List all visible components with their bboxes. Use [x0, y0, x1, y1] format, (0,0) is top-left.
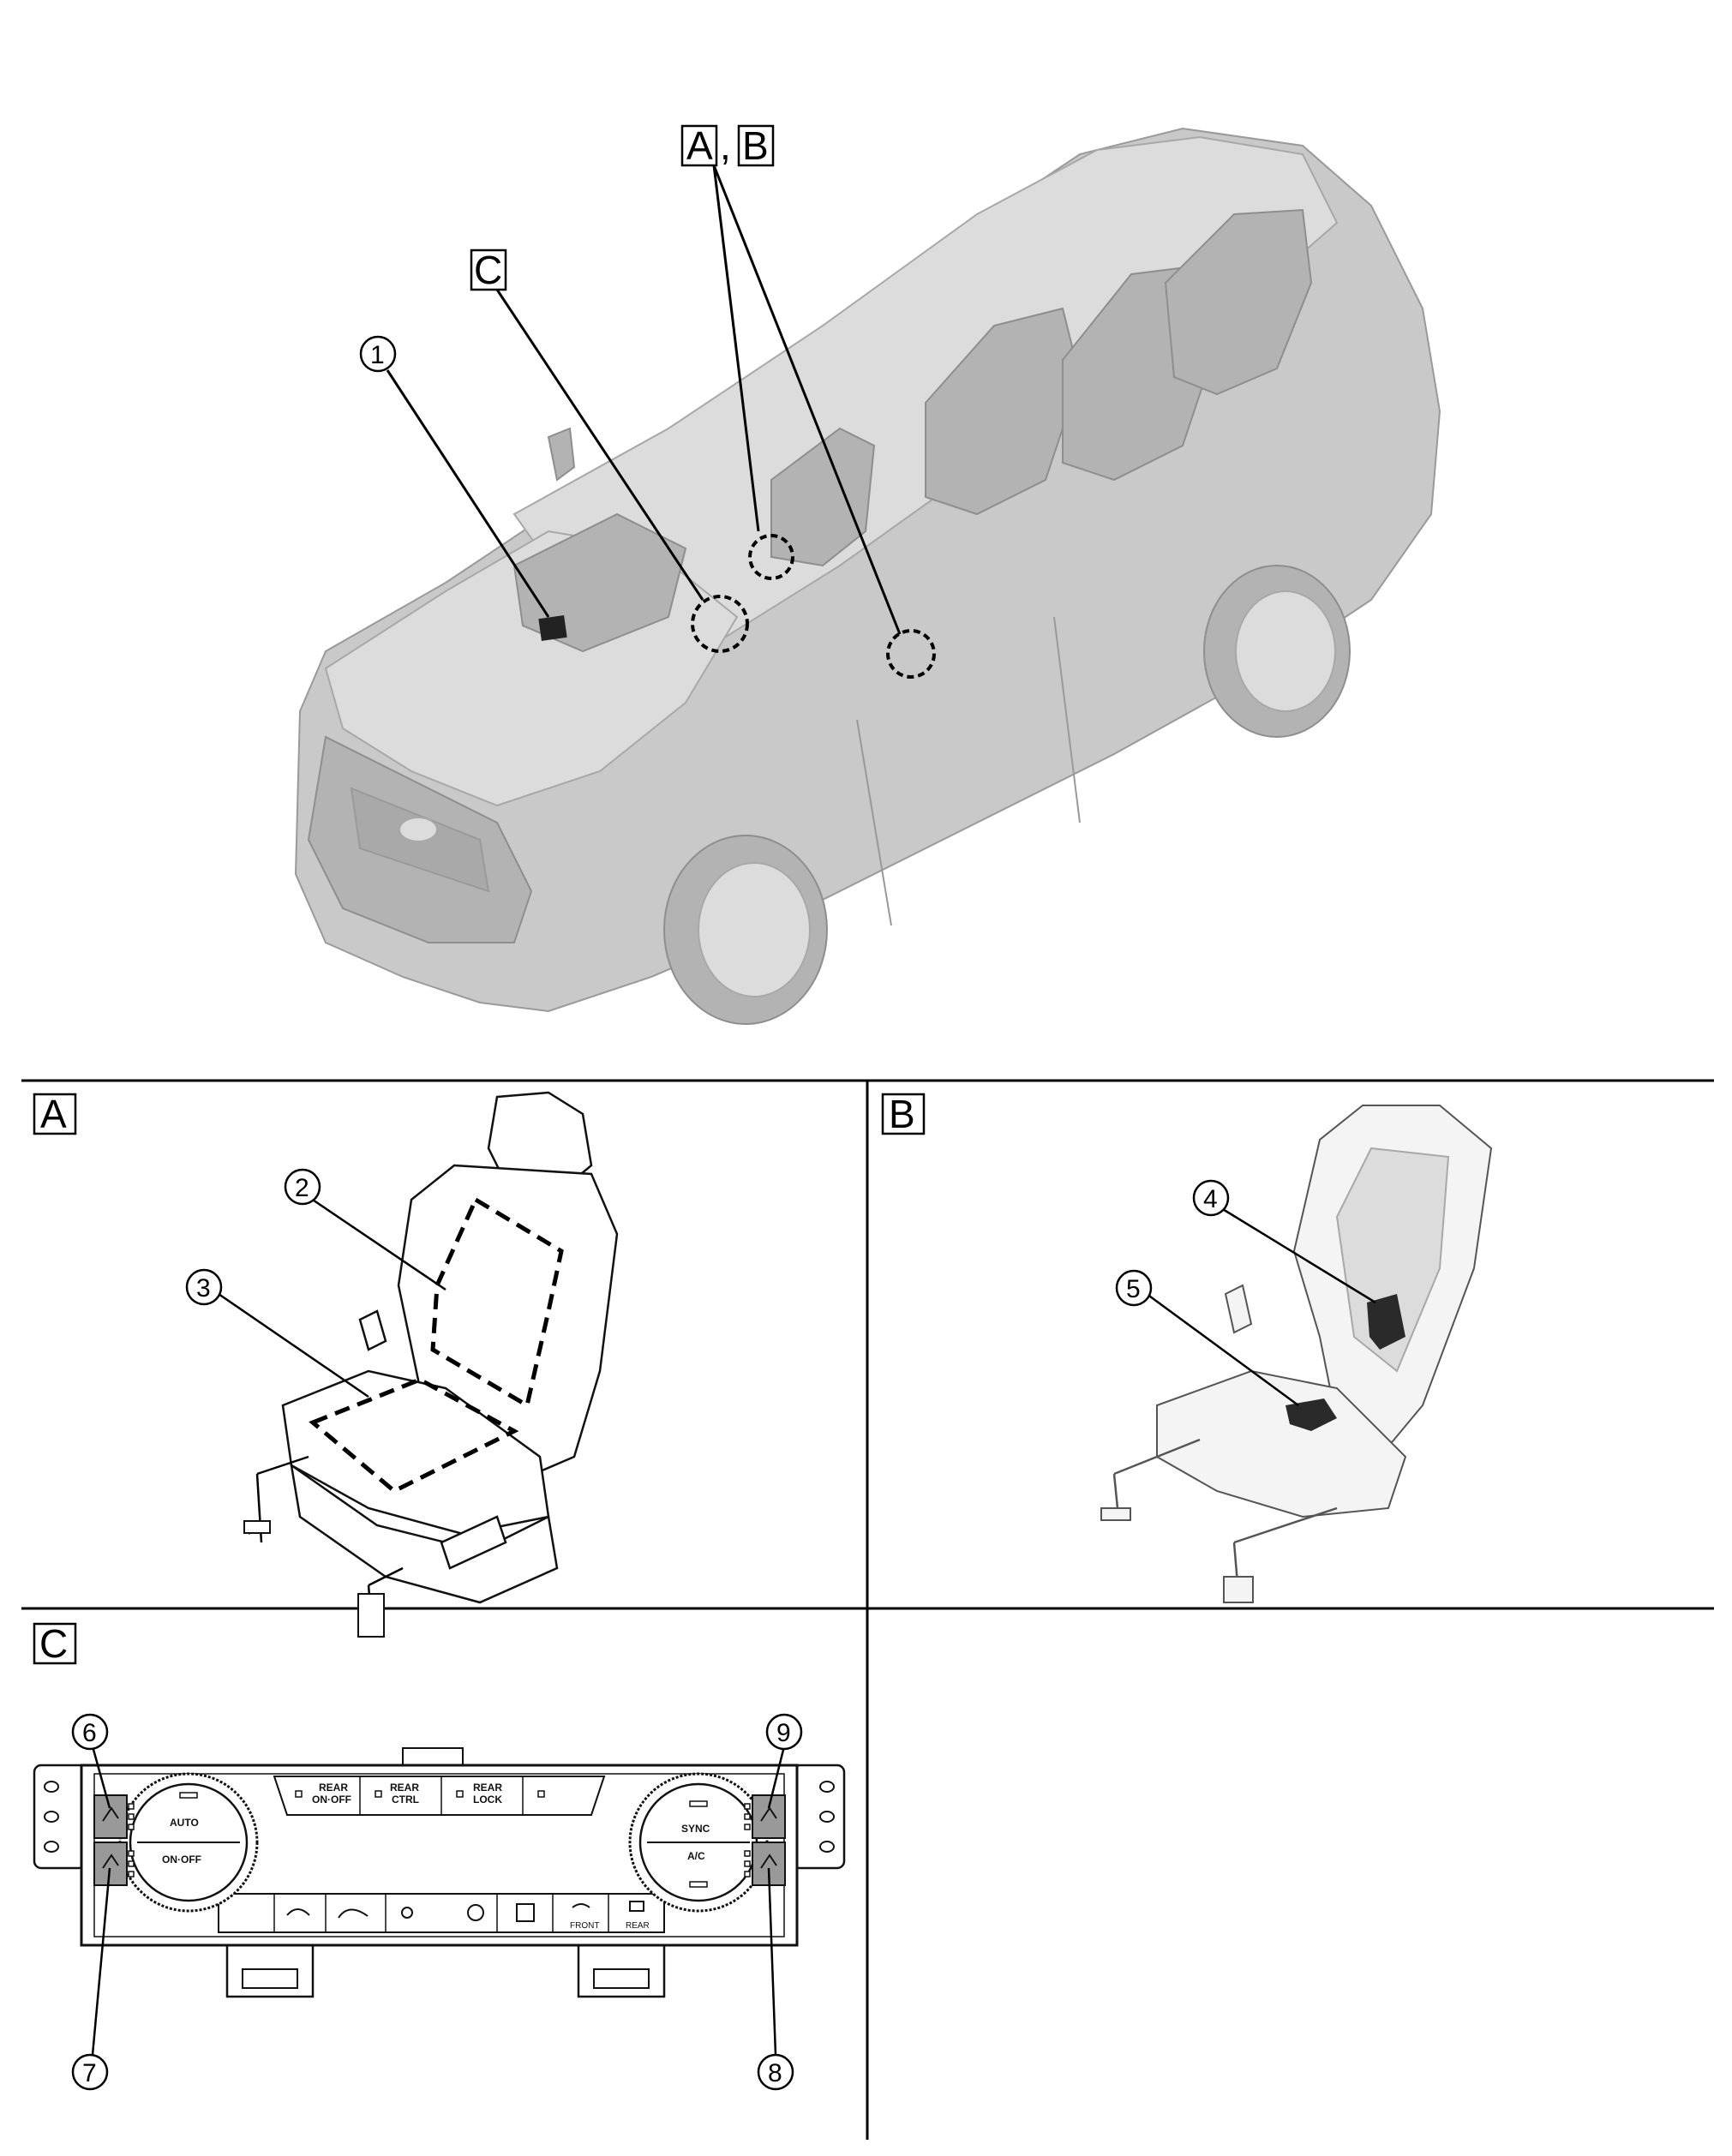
rear-ctrl-button-line1: REAR: [390, 1782, 419, 1794]
rear-defrost-icon: [629, 1901, 644, 1912]
rear-on-off-button-line1: REAR: [319, 1782, 348, 1794]
mode-icon: [516, 1903, 535, 1922]
component-4: [1367, 1294, 1405, 1350]
component-7: [93, 1842, 128, 1886]
svg-text:7: 7: [82, 2059, 97, 2087]
location-a-marker: [748, 534, 794, 580]
hvac-control-panel: REAR ON·OFF REAR CTRL REAR LOCK: [33, 1747, 846, 1998]
seat-frame-illustration: [1100, 1105, 1493, 1603]
seat-illustration: [243, 1091, 619, 1638]
on-off-button-label: ON·OFF: [162, 1854, 201, 1866]
callout-2: 2: [284, 1168, 321, 1206]
svg-text:6: 6: [82, 1719, 97, 1747]
component-1: [538, 615, 567, 641]
callout-9: 9: [765, 1713, 803, 1751]
svg-text:2: 2: [295, 1174, 309, 1202]
fresh-air-icon: [338, 1908, 369, 1919]
callout-6: 6: [71, 1713, 109, 1751]
label-a: A: [686, 123, 713, 168]
panel-a-label: A: [40, 1092, 67, 1136]
svg-text:8: 8: [768, 2059, 782, 2087]
callout-5: 5: [1115, 1269, 1153, 1307]
callout-3: 3: [185, 1268, 223, 1306]
rear-on-off-button-line2: ON·OFF: [312, 1794, 351, 1806]
callout-4: 4: [1192, 1179, 1230, 1217]
fan-low-icon: [401, 1907, 413, 1919]
panel-c: C: [33, 1621, 846, 2091]
panel-a: A 2: [33, 1091, 619, 1638]
auto-button-label: AUTO: [170, 1817, 199, 1829]
recirculation-icon: [286, 1908, 310, 1916]
component-6: [93, 1794, 128, 1839]
svg-text:4: 4: [1203, 1185, 1218, 1213]
callout-1: 1: [359, 335, 397, 373]
component-5: [1286, 1398, 1337, 1431]
panel-c-label: C: [39, 1621, 68, 1666]
location-c-marker: [691, 595, 749, 653]
label-c: C: [474, 248, 502, 292]
component-9: [752, 1794, 786, 1839]
location-b-marker: [886, 629, 936, 679]
sync-button-label: SYNC: [681, 1823, 710, 1835]
fan-high-icon: [467, 1904, 484, 1921]
rear-lock-button-line1: REAR: [473, 1782, 502, 1794]
rear-ctrl-button-line2: CTRL: [392, 1794, 419, 1806]
svg-text:9: 9: [776, 1719, 791, 1747]
ac-button-label: A/C: [687, 1850, 705, 1862]
panel-b: B 4 5: [881, 1092, 1493, 1603]
seatback-heater-outline: [430, 1196, 564, 1409]
callout-7: 7: [71, 2053, 109, 2091]
front-defrost-icon: [572, 1903, 590, 1908]
label-b: B: [742, 123, 769, 168]
overview-label-c: C: [470, 248, 507, 292]
front-defrost-label: FRONT: [570, 1921, 599, 1931]
svg-text:5: 5: [1126, 1275, 1141, 1303]
svg-text:3: 3: [196, 1274, 211, 1303]
label-separator: ,: [720, 123, 731, 168]
rear-defrost-label: REAR: [626, 1921, 650, 1931]
callout-8: 8: [757, 2053, 794, 2091]
panel-b-label: B: [889, 1092, 915, 1136]
vehicle-illustration: [294, 127, 1441, 1025]
svg-text:1: 1: [370, 341, 385, 369]
overview-label-ab: A , B: [680, 123, 775, 168]
seat-cooler-icon: [102, 1854, 777, 1869]
rear-lock-button-line2: LOCK: [473, 1794, 502, 1806]
seat-cushion-heater-outline: [309, 1377, 519, 1494]
